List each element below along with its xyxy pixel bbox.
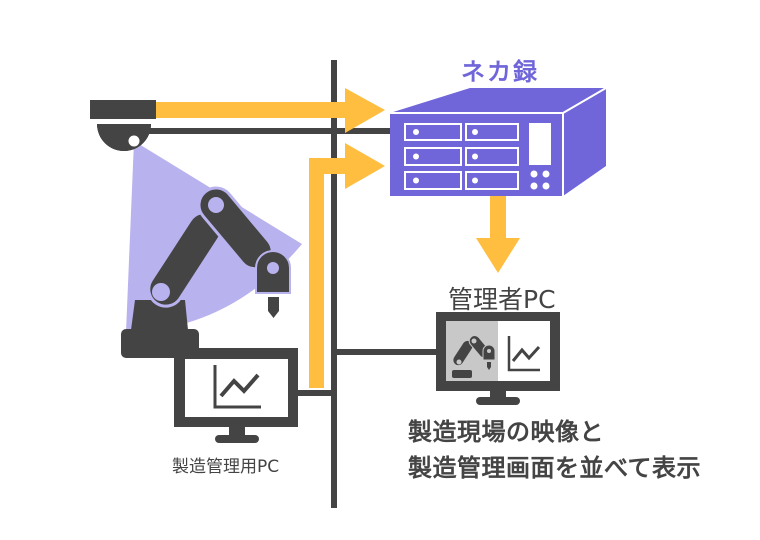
product-title: ネカ録	[461, 58, 539, 86]
caption-line-2: 製造管理画面を並べて表示	[408, 454, 702, 482]
robot-arm-icon	[121, 186, 291, 358]
screen-flow-arrow	[309, 143, 385, 388]
manufacturing-pc-network-line	[296, 390, 334, 396]
drive-bays	[404, 123, 519, 190]
admin-pc-label: 管理者PC	[448, 285, 556, 314]
monitor-split-view-icon	[436, 312, 560, 405]
combined-view-arrow	[476, 196, 520, 273]
video-flow-arrow	[156, 88, 385, 133]
security-camera-icon	[90, 100, 156, 151]
nvr-server-icon	[390, 87, 607, 196]
monitor-chart-icon	[174, 348, 298, 443]
manufacturing-pc-label: 製造管理用PC	[172, 457, 280, 477]
caption-line-1: 製造現場の映像と	[408, 418, 604, 446]
network-backbone-line	[331, 60, 337, 508]
camera-network-line	[148, 128, 393, 134]
admin-pc-network-line	[334, 349, 438, 355]
